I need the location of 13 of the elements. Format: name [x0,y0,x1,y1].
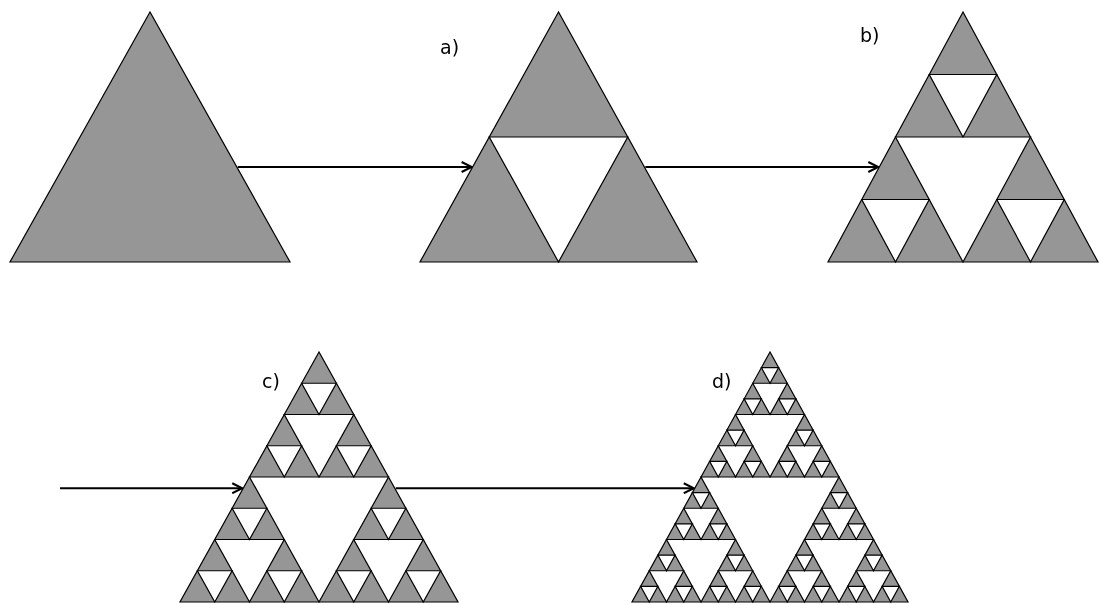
panel-label: d) [712,372,732,391]
sierpinski-triangle-drawing [632,352,908,602]
panel-label: a) [440,38,460,57]
sierpinski-triangle-drawing [180,352,458,602]
arrow [60,482,244,495]
arrow [395,482,695,495]
arrow [237,161,473,173]
arrow [645,161,880,173]
panel-label: c) [262,372,280,391]
panel-label: b) [860,26,880,45]
sierpinski-triangle-drawing [10,12,290,262]
sierpinski-triangle-drawing [828,12,1098,262]
sierpinski-triangle-drawing [420,12,697,262]
